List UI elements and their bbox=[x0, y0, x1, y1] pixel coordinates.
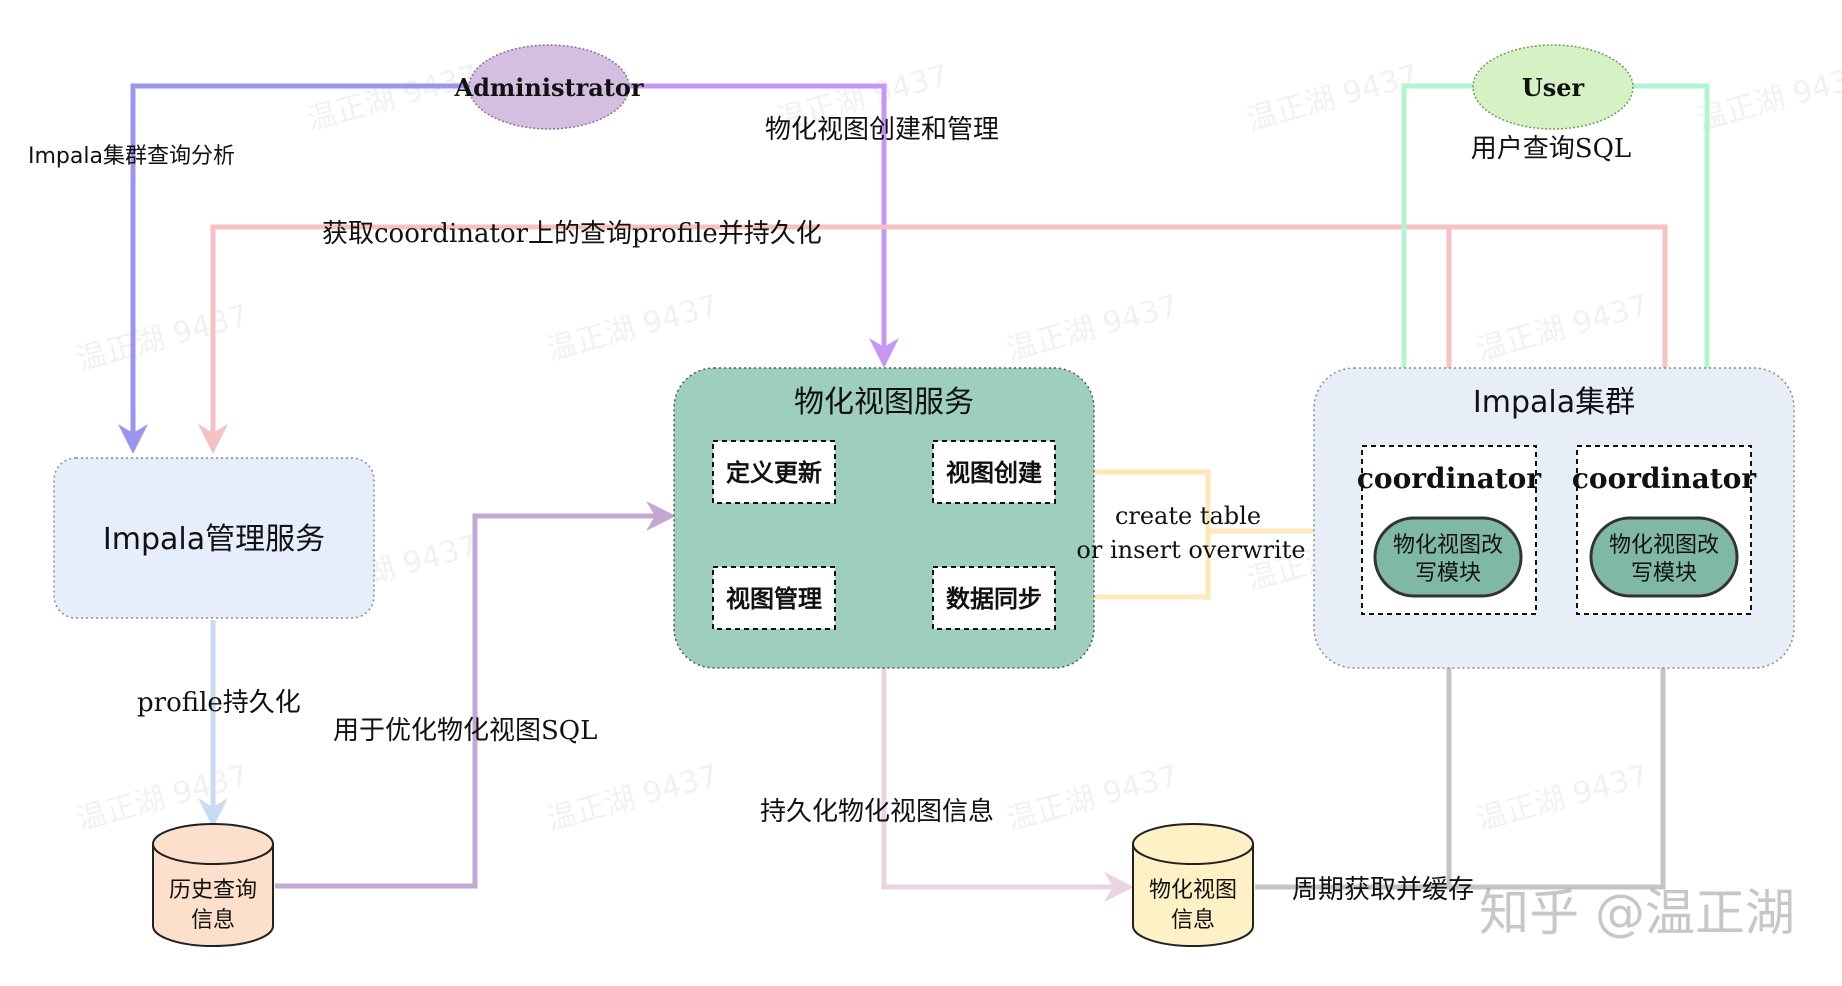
edge-label-periodic-fetch-cache: 周期获取并缓存 bbox=[1292, 875, 1474, 905]
administrator-label: Administrator bbox=[453, 73, 643, 102]
history-db-node[interactable] bbox=[152, 823, 274, 947]
module-define-update-label: 定义更新 bbox=[726, 459, 822, 487]
history-db-line-2: 信息 bbox=[191, 908, 235, 933]
edge-label-create-table: create table bbox=[1115, 502, 1261, 530]
edge-label-fetch-profile: 获取coordinator上的查询profile并持久化 bbox=[322, 219, 822, 249]
edge-admin-to-mgmt bbox=[118, 83, 530, 454]
user-node[interactable] bbox=[1472, 44, 1634, 130]
mv-info-db-node[interactable] bbox=[1132, 823, 1254, 947]
edge-history-to-mvservice bbox=[275, 501, 676, 889]
edge-mvinfo-to-rewrite-2 bbox=[1255, 614, 1678, 890]
edge-admin-to-mvservice bbox=[545, 83, 899, 368]
watermark-tile: 温正湖 9437 bbox=[1003, 288, 1182, 367]
rewrite-module-2-line-2: 写模块 bbox=[1631, 561, 1697, 586]
mv-info-db-line-2: 信息 bbox=[1171, 908, 1215, 933]
edge-user-to-coordinator-1 bbox=[1389, 83, 1477, 444]
rewrite-module-2[interactable] bbox=[1589, 516, 1739, 598]
edge-label-mv-create-manage: 物化视图创建和管理 bbox=[765, 115, 999, 145]
edge-user-to-coordinator-2 bbox=[1630, 83, 1722, 444]
edge-label-insert-overwrite: or insert overwrite bbox=[1076, 536, 1305, 564]
history-db-line-1: 历史查询 bbox=[169, 878, 257, 903]
coordinator-1-label: coordinator bbox=[1357, 462, 1542, 495]
edge-coordinator-profile-to-mgmt bbox=[198, 224, 1668, 454]
edge-label-persist-mv-info: 持久化物化视图信息 bbox=[760, 797, 994, 827]
module-data-sync-label: 数据同步 bbox=[946, 585, 1042, 613]
watermark-tile: 温正湖 9437 bbox=[543, 288, 722, 367]
watermark-tile: 温正湖 9437 bbox=[1693, 58, 1842, 137]
edge-label-profile-persist: profile持久化 bbox=[137, 688, 301, 718]
watermark-tile: 温正湖 9437 bbox=[73, 298, 252, 377]
module-view-create-label: 视图创建 bbox=[946, 459, 1042, 487]
edge-datasync-to-cluster bbox=[1054, 531, 1211, 600]
signature-watermark: 知乎 @温正湖 bbox=[1479, 884, 1795, 942]
rewrite-module-1[interactable] bbox=[1373, 516, 1523, 598]
impala-mgmt-node[interactable] bbox=[53, 457, 375, 619]
rewrite-module-1-line-1: 物化视图改 bbox=[1393, 533, 1503, 558]
module-view-manage[interactable] bbox=[712, 566, 836, 630]
edge-label-optimize-sql: 用于优化物化视图SQL bbox=[333, 716, 597, 746]
watermark-tile: 温正湖 9437 bbox=[543, 758, 722, 837]
module-view-manage-label: 视图管理 bbox=[726, 585, 822, 613]
rewrite-module-1-line-2: 写模块 bbox=[1415, 561, 1481, 586]
edge-label-user-query-sql: 用户查询SQL bbox=[1471, 134, 1631, 164]
watermark-tile: 温正湖 9437 bbox=[1473, 758, 1652, 837]
administrator-node[interactable] bbox=[468, 44, 630, 130]
watermark-tile: 温正湖 9437 bbox=[1003, 758, 1182, 837]
impala-mgmt-label: Impala管理服务 bbox=[103, 522, 325, 557]
watermark-tile: 温正湖 9437 bbox=[1243, 58, 1422, 137]
watermark-tile: 温正湖 9437 bbox=[1473, 288, 1652, 367]
module-define-update[interactable] bbox=[712, 440, 836, 504]
coordinator-2-label: coordinator bbox=[1572, 462, 1757, 495]
user-label: User bbox=[1522, 73, 1585, 102]
mv-info-db-line-1: 物化视图 bbox=[1149, 878, 1237, 903]
rewrite-module-2-line-1: 物化视图改 bbox=[1609, 533, 1719, 558]
edge-label-impala-query-analysis: Impala集群查询分析 bbox=[28, 144, 235, 169]
mv-service-title: 物化视图服务 bbox=[794, 385, 974, 420]
edge-viewcreate-to-cluster bbox=[1054, 469, 1211, 531]
module-view-create[interactable] bbox=[932, 440, 1056, 504]
impala-cluster-title: Impala集群 bbox=[1473, 385, 1635, 420]
edge-mvservice-to-mvinfo bbox=[881, 668, 1134, 902]
module-data-sync[interactable] bbox=[932, 566, 1056, 630]
